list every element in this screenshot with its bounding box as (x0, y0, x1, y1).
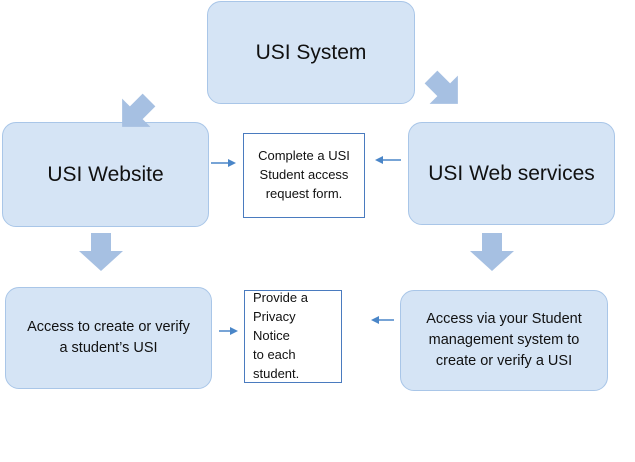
line-arrow-services-to-form (375, 156, 401, 164)
line-arrow-website-to-form (211, 159, 236, 167)
privacy-notice-label: Provide a Privacy Notice to each student… (253, 290, 308, 381)
sms-access-box: Access via your Student management syste… (400, 290, 608, 391)
block-arrow-website-down (79, 233, 123, 271)
usi-system-box: USI System (207, 1, 415, 104)
block-arrow-to-web-services (424, 70, 458, 104)
usi-web-services-label: USI Web services (428, 161, 595, 185)
website-access-label: Access to create or verify a student’s U… (27, 318, 190, 356)
privacy-notice-box: Provide a Privacy Notice to each student… (244, 290, 342, 383)
usi-website-label: USI Website (47, 162, 164, 186)
line-arrow-sms-to-privacy (371, 316, 394, 324)
usi-website-box: USI Website (2, 122, 209, 227)
line-arrow-access-to-privacy (219, 327, 238, 335)
block-arrow-web-services-down (470, 233, 514, 271)
sms-access-label: Access via your Student management syste… (426, 310, 582, 369)
block-arrow-to-website (122, 93, 156, 127)
usi-system-label: USI System (255, 40, 367, 64)
request-form-box: Complete a USI Student access request fo… (243, 133, 365, 218)
website-access-box: Access to create or verify a student’s U… (5, 287, 212, 389)
usi-web-services-box: USI Web services (408, 122, 615, 225)
request-form-label: Complete a USI Student access request fo… (258, 148, 350, 201)
